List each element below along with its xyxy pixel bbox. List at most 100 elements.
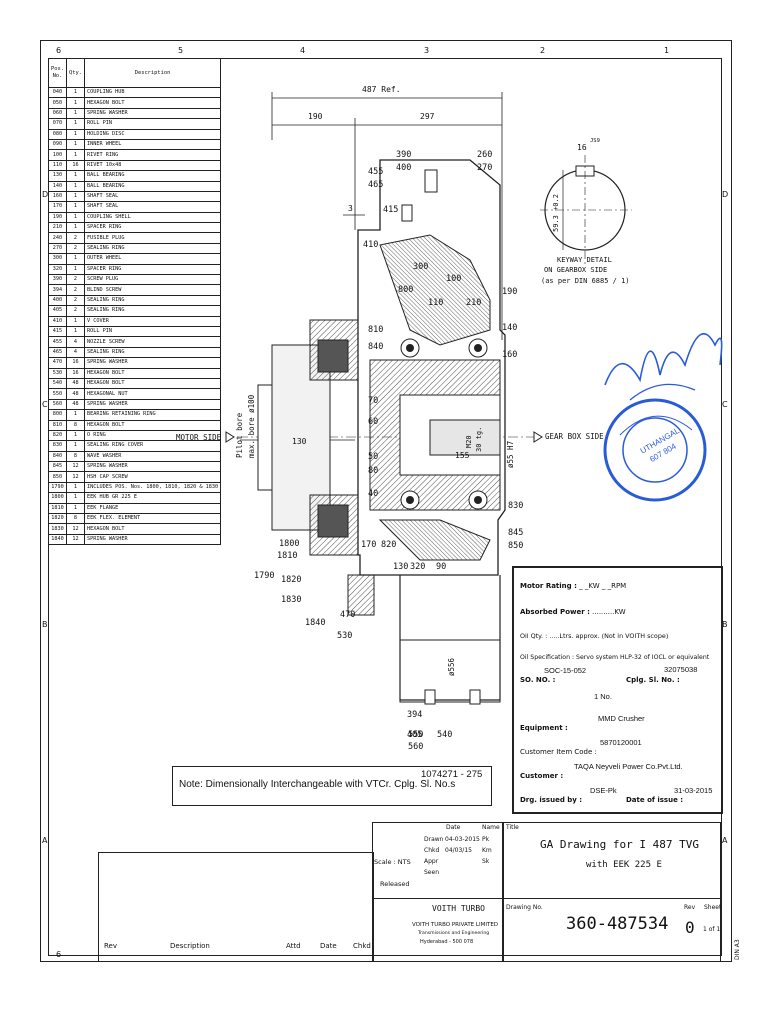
part-position: 415: [48, 325, 67, 338]
part-quantity: 1: [65, 170, 85, 182]
part-quantity: 12: [65, 471, 85, 483]
approval-role: Appr: [424, 858, 439, 865]
part-quantity: 48: [65, 398, 85, 411]
company-division: Transmissions and Engineering: [418, 931, 490, 936]
part-position: 850: [48, 471, 67, 483]
keyway-tolerance: JS9: [590, 138, 600, 144]
customer-item-code-label: Customer Item Code :: [520, 748, 597, 756]
part-callout: 80: [368, 466, 379, 476]
date-header: Date: [446, 824, 461, 831]
part-callout: 90: [436, 562, 447, 572]
left-length-dim: 190: [308, 112, 323, 121]
part-quantity: 2: [65, 274, 85, 286]
part-callout: 400: [396, 163, 412, 173]
revision-number: 0: [685, 918, 695, 937]
equipment-value: MMD Crusher: [598, 714, 645, 723]
shaft-length-dim: 130: [292, 437, 307, 446]
thread-size-label: M20: [465, 435, 473, 448]
note-serials: 1074271 - 275: [421, 769, 483, 780]
part-position: 080: [48, 128, 67, 140]
sheet-number: 1 of 1: [703, 926, 721, 933]
zone-label: D: [722, 190, 729, 199]
customer-value: TAQA Neyveli Power Co.Pvt.Ltd.: [574, 762, 683, 771]
coupling-cross-section-drawing: [225, 92, 632, 705]
part-quantity: 2: [65, 242, 85, 255]
keyway-title: KEYWAY DETAIL: [557, 256, 612, 264]
zone-label: 6: [56, 950, 62, 959]
drawing-title-line2: with EEK 225 E: [586, 860, 662, 870]
part-callout: 260: [477, 150, 493, 160]
customer-label: Customer :: [520, 772, 564, 780]
part-quantity: 1: [65, 492, 85, 504]
part-position: 455: [48, 336, 67, 348]
order-info-box: Motor Rating : _ _KW _ _RPM Absorbed Pow…: [512, 566, 723, 814]
part-quantity: 16: [65, 367, 85, 379]
drg-issued-by-label: Drg. issued by :: [520, 796, 583, 804]
part-position: 160: [48, 190, 67, 203]
part-quantity: 1: [65, 409, 85, 421]
part-callout: 140: [502, 323, 518, 333]
zone-label: 6: [56, 46, 62, 55]
chkd-column-header: Chkd: [353, 942, 371, 950]
part-callout: 560: [408, 742, 424, 752]
part-quantity: 2: [65, 232, 85, 244]
part-position: 560: [48, 398, 67, 411]
zone-label: C: [722, 400, 728, 409]
part-position: 405: [48, 305, 67, 317]
part-position: 130: [48, 170, 67, 182]
drawing-number: 360-487534: [566, 914, 669, 934]
part-callout: 1830: [281, 595, 302, 605]
part-quantity: 4: [65, 346, 85, 359]
so-number-label: SO. NO. :: [520, 676, 556, 684]
part-quantity: 1: [65, 180, 85, 192]
part-position: 465: [48, 346, 67, 359]
part-quantity: 12: [65, 523, 85, 535]
part-callout: 60: [368, 417, 379, 427]
part-callout: 840: [368, 342, 384, 352]
zone-label: 4: [300, 46, 306, 55]
part-callout: 394: [407, 710, 423, 720]
pilot-bore-label: Pilot bore: [235, 412, 244, 458]
part-quantity: 1: [65, 315, 85, 328]
part-callout: 170: [361, 540, 377, 550]
motor-side-label: MOTOR SIDE: [176, 433, 222, 442]
part-quantity: 12: [65, 533, 85, 546]
part-callout: 845: [508, 528, 524, 538]
part-position: 060: [48, 107, 67, 120]
part-quantity: 1: [65, 211, 85, 224]
company-name: VOITH TURBO: [432, 904, 485, 913]
part-callout: 390: [396, 150, 412, 160]
part-position: 210: [48, 222, 67, 234]
equipment-label: Equipment :: [520, 724, 568, 732]
part-position: 270: [48, 242, 67, 255]
zone-label: 3: [424, 46, 430, 55]
paper-size-label: DIN A3: [734, 939, 741, 960]
company-block: [372, 898, 504, 962]
part-quantity: 4: [65, 336, 85, 348]
part-quantity: 1: [65, 190, 85, 203]
motor-rating-label: Motor Rating :: [520, 582, 577, 590]
part-callout: 455: [368, 167, 384, 177]
part-callout: 270: [477, 163, 493, 173]
absorbed-power-value: ..........KW: [592, 608, 626, 616]
approval-role: Drawn: [424, 836, 444, 843]
part-position: 240: [48, 232, 67, 244]
part-position: 190: [48, 211, 67, 224]
part-callout: 1790: [254, 571, 275, 581]
customer-item-code-value: 5870120001: [600, 738, 642, 747]
part-quantity: 2: [65, 305, 85, 317]
so-number-value: SOC-15-052: [544, 666, 587, 675]
part-position: 170: [48, 201, 67, 213]
description-column-header: Description: [170, 942, 210, 950]
date-of-issue-label: Date of issue :: [626, 796, 684, 804]
drg-issued-by-value: DSE-Pk: [590, 786, 617, 795]
part-callout: 1820: [281, 575, 302, 585]
rev-label: Rev: [684, 904, 696, 911]
part-callout: 320: [410, 562, 426, 572]
coupling-serial-value: 32075038: [664, 665, 698, 674]
part-callout: 190: [502, 287, 518, 297]
part-position: 040: [48, 86, 67, 99]
sheet-label: Sheet: [704, 904, 722, 911]
thread-depth-label: 30 tg.: [475, 426, 483, 452]
company-seal-stamp: UTHANGAL 607 804: [603, 398, 707, 502]
